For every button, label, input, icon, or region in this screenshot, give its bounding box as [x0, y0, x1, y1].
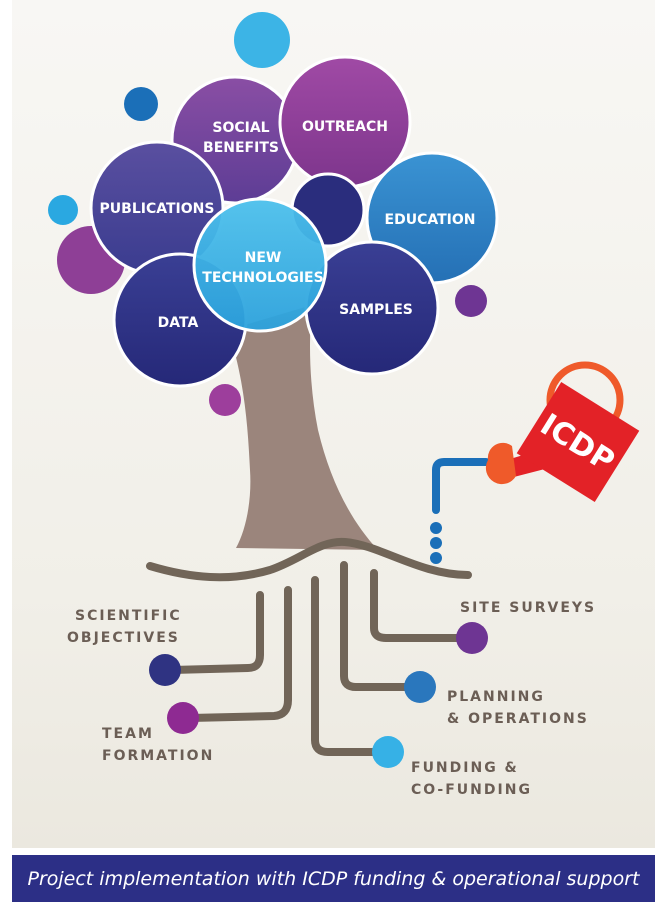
label-team-2: FORMATION: [102, 748, 214, 764]
label-technologies: TECHNOLOGIES: [202, 270, 323, 286]
accent-circle: [48, 195, 78, 225]
root-team: [186, 586, 292, 722]
dot-planning: [404, 671, 436, 703]
label-site-surveys: SITE SURVEYS: [460, 600, 596, 616]
accent-circle: [209, 384, 241, 416]
label-outreach: OUTREACH: [302, 119, 388, 135]
dot-funding: [372, 736, 404, 768]
water-drop: [430, 552, 442, 564]
tree-trunk: [228, 305, 378, 550]
label-funding-1: FUNDING &: [411, 760, 519, 776]
accent-circle: [124, 87, 158, 121]
label-team-1: TEAM: [102, 726, 154, 742]
bubble-new-technologies: [192, 197, 328, 333]
can-body: [516, 382, 640, 502]
accent-circle: [234, 12, 290, 68]
dot-team: [167, 702, 199, 734]
label-education: EDUCATION: [385, 212, 476, 228]
tree-diagram: SCIENTIFIC OBJECTIVES TEAM FORMATION SIT…: [48, 12, 640, 798]
root-site: [370, 569, 474, 642]
label-funding-2: CO-FUNDING: [411, 782, 532, 798]
roots: [146, 537, 474, 756]
root-planning: [340, 561, 422, 691]
label-data: DATA: [158, 315, 199, 331]
label-new: NEW: [245, 250, 282, 266]
caption-bar: Project implementation with ICDP funding…: [12, 855, 655, 902]
label-planning-1: PLANNING: [447, 689, 545, 705]
label-samples: SAMPLES: [339, 302, 413, 318]
watering-can: ICDP: [430, 361, 640, 564]
label-social: SOCIAL: [212, 120, 269, 136]
dot-scientific: [149, 654, 181, 686]
water-drop: [430, 522, 442, 534]
label-scientific-1: SCIENTIFIC: [75, 608, 182, 624]
accent-circle: [455, 285, 487, 317]
can-rose: [485, 442, 516, 485]
label-publications: PUBLICATIONS: [100, 201, 215, 217]
label-scientific-2: OBJECTIVES: [67, 630, 180, 646]
label-planning-2: & OPERATIONS: [447, 711, 589, 727]
root-scientific: [168, 591, 264, 674]
water-drop: [430, 537, 442, 549]
root-funding: [311, 576, 389, 756]
caption-text: Project implementation with ICDP funding…: [27, 867, 640, 890]
dot-site: [456, 622, 488, 654]
label-benefits: BENEFITS: [203, 140, 279, 156]
water-stream: [432, 458, 490, 514]
ground-root-line: [146, 537, 472, 582]
